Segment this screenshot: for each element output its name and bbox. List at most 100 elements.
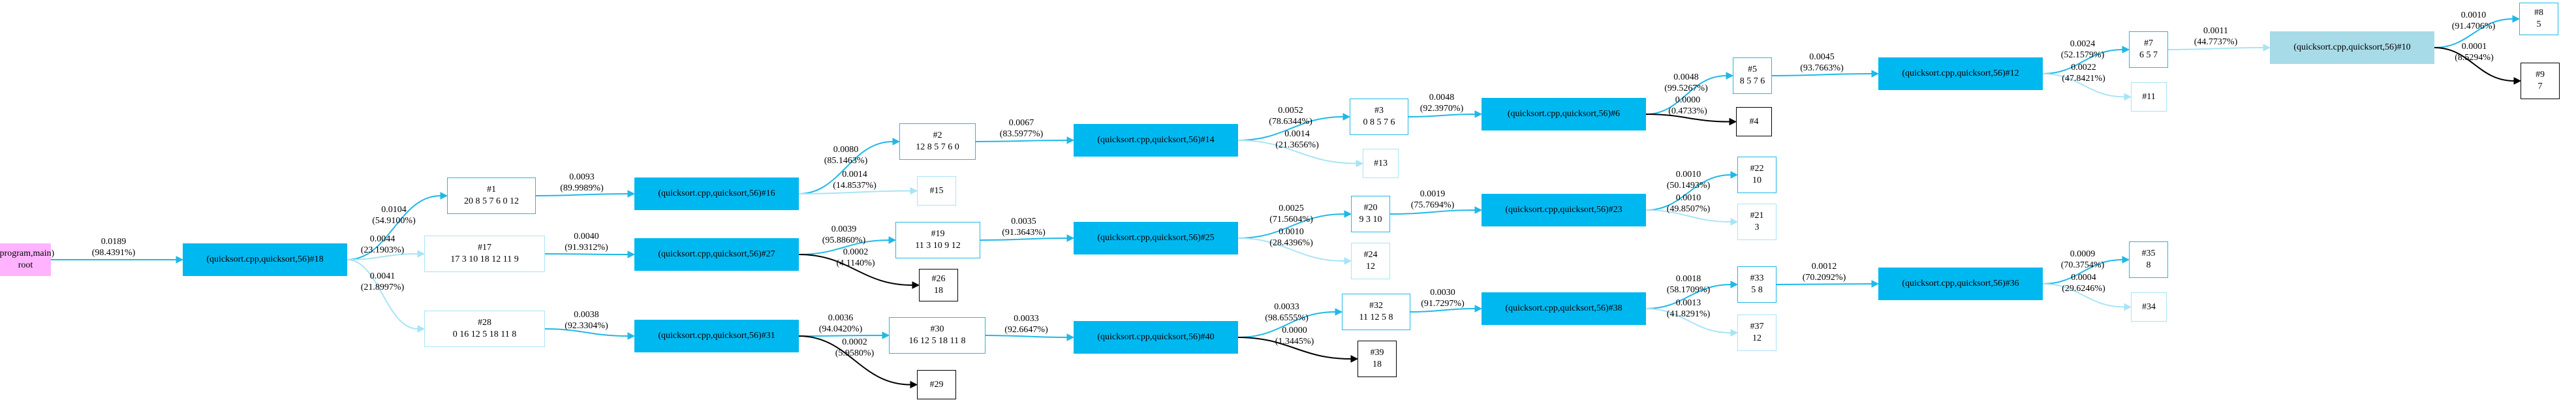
edge-weight: 0.0030 <box>1430 287 1455 298</box>
edge-label: 0.0067(83.5977%) <box>1000 117 1044 140</box>
graph-node-f36[interactable]: (quicksort.cpp,quicksort,56)#36 <box>1878 268 2043 300</box>
node-label-line: (quicksort.cpp,quicksort,56)#16 <box>658 189 775 198</box>
edge-arrowhead <box>1356 159 1364 168</box>
edge-arrowhead <box>417 250 426 258</box>
edge-label: 0.0045(93.7663%) <box>1800 52 1844 74</box>
graph-node-f38[interactable]: (quicksort.cpp,quicksort,56)#38 <box>1482 292 1646 325</box>
edge-label: 0.0033(92.6647%) <box>1004 313 1048 335</box>
edge-f14-n13 <box>1237 140 1357 164</box>
edge-label: 0.0010(49.8507%) <box>1667 192 1711 215</box>
edge-weight: 0.0002 <box>843 247 869 257</box>
graph-node-f6[interactable]: (quicksort.cpp,quicksort,56)#6 <box>1482 98 1646 131</box>
node-label-line: (quicksort.cpp,quicksort,56)#25 <box>1097 233 1215 243</box>
graph-node-f16[interactable]: (quicksort.cpp,quicksort,56)#16 <box>634 177 799 210</box>
edge-weight: 0.0000 <box>1282 325 1307 335</box>
graph-node-n34[interactable]: #34 <box>2131 292 2167 322</box>
edge-f10-n8 <box>2434 18 2513 48</box>
edge-weight: 0.0044 <box>369 234 396 244</box>
node-label-line: 8 5 7 6 <box>1739 76 1765 86</box>
edge-f38-n37 <box>1645 308 1731 333</box>
edge-weight: 0.0025 <box>1279 203 1304 213</box>
graph-node-n15[interactable]: #15 <box>917 176 956 206</box>
edge-weight: 0.0014 <box>842 169 867 179</box>
edge-label: 0.0014(21.3656%) <box>1275 129 1319 151</box>
edge-n7-f10 <box>2167 47 2264 50</box>
edge-n19-f25 <box>980 238 1068 241</box>
edge-label: 0.0024(52.1579%) <box>2061 38 2105 61</box>
edge-f18-n1 <box>347 195 441 260</box>
edge-n3-f6 <box>1408 114 1476 117</box>
node-label-line: #3 <box>1374 106 1384 115</box>
edge-label: 0.0025(71.5604%) <box>1269 203 1313 225</box>
graph-node-n29[interactable]: #29 <box>917 370 956 399</box>
node-label-line: #34 <box>2142 301 2156 312</box>
edge-percent: (4.1140%) <box>836 258 875 268</box>
edge-arrowhead <box>1730 218 1739 226</box>
node-label-line: 0 16 12 5 18 11 8 <box>452 330 517 339</box>
edge-label: 0.0013(41.8291%) <box>1667 298 1711 320</box>
graph-node-f12[interactable]: (quicksort.cpp,quicksort,56)#12 <box>1878 57 2043 90</box>
edge-arrowhead <box>1726 72 1734 80</box>
edge-arrowhead <box>1730 329 1739 337</box>
node-label-line: 18 <box>1373 360 1382 369</box>
graph-node-f23[interactable]: (quicksort.cpp,quicksort,56)#23 <box>1482 194 1646 226</box>
edge-f23-n22 <box>1645 174 1731 211</box>
edge-f27-n19 <box>798 239 890 255</box>
edge-weight: 0.0022 <box>2071 62 2096 72</box>
edge-label: 0.0040(91.9312%) <box>565 231 608 253</box>
edge-f14-n3 <box>1237 116 1344 141</box>
edge-arrowhead <box>1342 113 1351 121</box>
graph-node-root[interactable]: (program,main)root <box>0 243 54 276</box>
edge-n28-f31 <box>544 328 628 337</box>
graph-node-n11[interactable]: #11 <box>2131 82 2167 112</box>
edge-f40-n39 <box>1237 337 1352 360</box>
edge-weight: 0.0010 <box>1675 170 1701 179</box>
graph-node-f27[interactable]: (quicksort.cpp,quicksort,56)#27 <box>634 238 799 271</box>
edge-f16-n2 <box>798 141 893 194</box>
edge-arrowhead <box>912 281 920 289</box>
graph-node-f25[interactable]: (quicksort.cpp,quicksort,56)#25 <box>1074 222 1238 254</box>
edge-percent: (70.2092%) <box>1802 272 1846 283</box>
graph-node-n13[interactable]: #13 <box>1363 149 1399 178</box>
graph-node-f14[interactable]: (quicksort.cpp,quicksort,56)#14 <box>1074 124 1238 157</box>
edge-percent: (58.1709%) <box>1666 285 1711 295</box>
graph-node-f18[interactable]: (quicksort.cpp,quicksort,56)#18 <box>183 243 347 276</box>
edge-arrowhead <box>1335 308 1343 316</box>
edge-arrowhead <box>882 331 890 339</box>
graph-node-f40[interactable]: (quicksort.cpp,quicksort,56)#40 <box>1074 321 1238 354</box>
edge-arrowhead <box>627 190 636 198</box>
edge-percent: (52.1579%) <box>2060 50 2105 60</box>
node-label-line: #32 <box>1369 301 1383 311</box>
node-label-line: 3 <box>1754 223 1760 232</box>
edge-weight: 0.0009 <box>2070 249 2096 259</box>
graph-node-f31[interactable]: (quicksort.cpp,quicksort,56)#31 <box>634 320 799 352</box>
edge-arrowhead <box>892 138 901 146</box>
edge-label: 0.0048(99.5267%) <box>1664 72 1708 94</box>
edge-percent: (92.3304%) <box>565 320 608 331</box>
node-label-line: (quicksort.cpp,quicksort,56)#27 <box>658 249 775 259</box>
edge-percent: (50.1493%) <box>1666 181 1711 191</box>
graph-node-f10[interactable]: (quicksort.cpp,quicksort,56)#10 <box>2270 31 2434 64</box>
graph-node-n4[interactable]: #4 <box>1736 107 1772 136</box>
